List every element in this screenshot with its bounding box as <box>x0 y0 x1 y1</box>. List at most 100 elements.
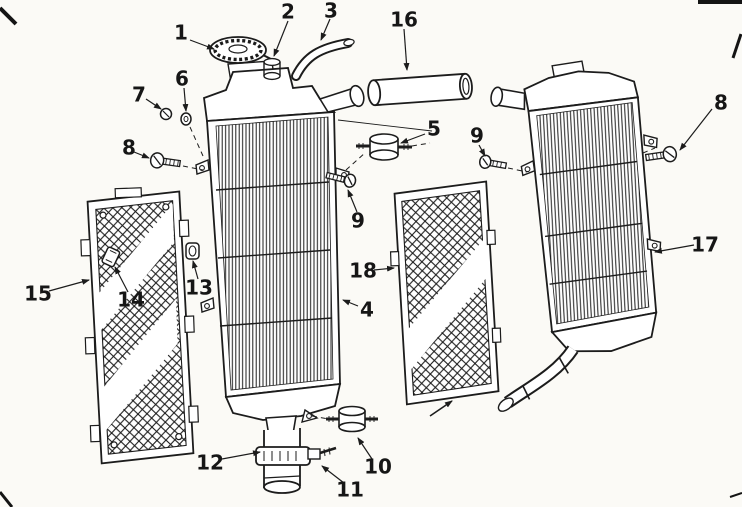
leader-10 <box>357 437 373 460</box>
leader-15 <box>48 278 90 292</box>
guard-tab <box>89 424 101 443</box>
center-mount-screw <box>325 171 357 188</box>
leader-8r <box>679 108 713 151</box>
leader-11 <box>321 465 345 484</box>
right-radiator <box>490 60 662 412</box>
lower-rubber-mount <box>326 405 378 433</box>
guard-tab <box>114 187 143 199</box>
collar-nut <box>180 112 192 126</box>
guard-tab <box>178 219 190 238</box>
right-guard-screw <box>644 145 678 163</box>
alignment-lines <box>182 119 656 421</box>
guard-tab <box>184 315 195 333</box>
guard-hole <box>110 441 118 449</box>
core-row-lines <box>539 160 648 285</box>
guard-tab <box>80 239 92 257</box>
bracket-hole <box>651 242 658 249</box>
scan-artifact <box>731 33 742 59</box>
guard-band <box>98 203 175 332</box>
upper-rubber-mount <box>356 133 412 161</box>
left-radiator <box>195 60 365 437</box>
guard-band <box>406 236 488 374</box>
breather-hose <box>291 38 355 81</box>
callout-6: 6 <box>175 67 189 91</box>
callout-3: 3 <box>324 0 338 23</box>
left-radiator-guard <box>80 187 199 465</box>
outlet-pipe-end <box>497 397 514 412</box>
callout-5: 5 <box>427 117 441 141</box>
radiator-cap <box>209 36 278 64</box>
callout-2: 2 <box>281 0 295 24</box>
cap-valve <box>263 57 281 81</box>
leader-14 <box>114 266 129 293</box>
leader-5 <box>400 133 426 144</box>
guard-tab <box>84 336 96 355</box>
left-guard-screw <box>149 152 182 169</box>
bracket-hole <box>524 166 531 173</box>
bracket-hole <box>306 413 312 419</box>
leader-8l <box>133 151 150 159</box>
guard-grommet <box>185 242 200 260</box>
hose-clamp <box>255 446 337 466</box>
top-tank <box>523 70 640 113</box>
callout-18: 18 <box>349 259 377 283</box>
leader-13 <box>191 260 199 280</box>
leader-17 <box>654 244 695 254</box>
callout-17: 17 <box>691 233 719 257</box>
callout-13: 13 <box>185 276 213 300</box>
top-pipe-end <box>349 84 365 108</box>
guard-tab <box>486 229 496 246</box>
leader-2 <box>273 20 289 57</box>
callouts: 1 2 3 16 7 6 8 5 9 9 8 15 14 13 4 18 17 … <box>24 0 728 502</box>
leader-9c <box>347 189 358 213</box>
guard-tab <box>188 405 199 423</box>
core-row-lines <box>215 181 333 327</box>
bracket-hole <box>648 138 655 145</box>
scan-artifact <box>729 492 742 498</box>
guard-clip <box>101 246 121 268</box>
callout-8-left: 8 <box>122 136 136 160</box>
leader-9r <box>478 144 486 157</box>
leader-4 <box>342 299 359 307</box>
bracket-hole <box>204 303 210 309</box>
callout-7: 7 <box>132 83 146 107</box>
leader-16 <box>403 28 410 71</box>
outlet-pipe-inner <box>505 346 577 407</box>
callout-9-right: 9 <box>470 124 484 148</box>
scan-artifact <box>0 6 18 26</box>
leader-12 <box>221 450 261 460</box>
callout-12: 12 <box>196 451 224 475</box>
pipe-clamp-ticks <box>522 357 569 400</box>
guard-band <box>102 298 178 434</box>
leader-6 <box>182 87 189 112</box>
bolt-washer <box>159 107 173 121</box>
overflow-tube <box>367 72 473 107</box>
leader-lines <box>48 18 713 484</box>
callout-10: 10 <box>364 455 392 479</box>
callout-11: 11 <box>336 478 364 502</box>
guard-tab <box>389 250 400 267</box>
callout-1: 1 <box>174 21 188 45</box>
right-mount-screw <box>478 154 508 170</box>
leader-18 <box>373 265 395 272</box>
callout-4: 4 <box>360 298 374 322</box>
callout-8-right: 8 <box>714 91 728 115</box>
guard-hole <box>99 211 107 219</box>
guard-hole <box>162 203 170 211</box>
callout-14: 14 <box>117 288 145 312</box>
radiator-fins <box>536 102 650 325</box>
inlet-pipe-end <box>490 86 504 107</box>
direction-arrow <box>429 400 453 417</box>
leader-3 <box>320 18 331 41</box>
guard-tab <box>491 327 502 343</box>
right-radiator-guard <box>389 180 502 406</box>
leader-7 <box>145 98 162 110</box>
callout-15: 15 <box>24 282 52 306</box>
leader-1 <box>189 39 215 50</box>
scan-artifact <box>0 491 14 507</box>
callout-16: 16 <box>390 8 418 32</box>
callout-9-center: 9 <box>351 209 365 233</box>
